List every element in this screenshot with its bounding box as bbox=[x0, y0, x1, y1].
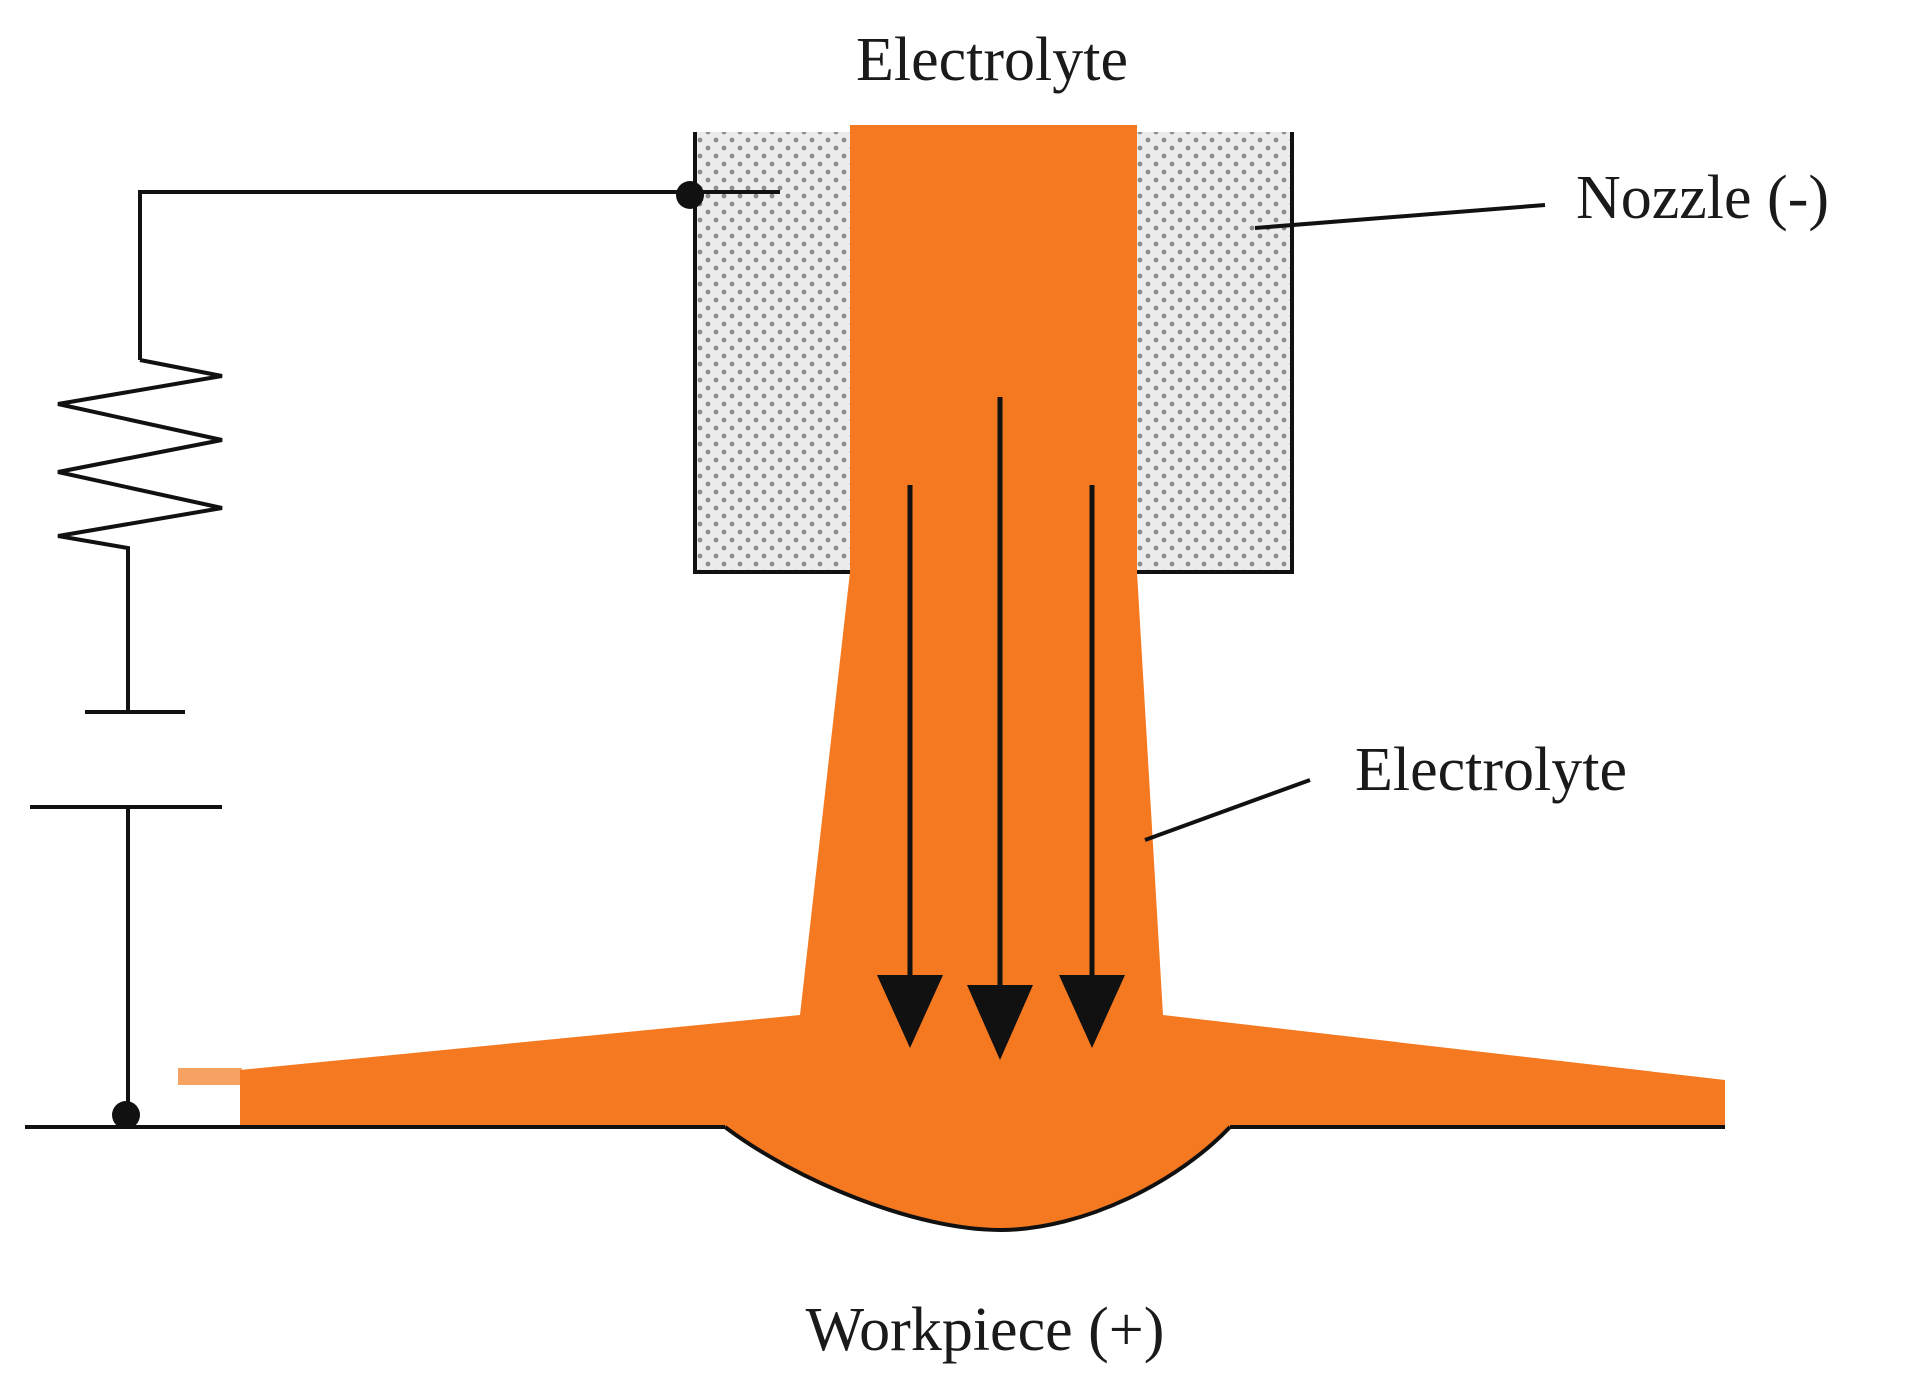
electrolyte-jet bbox=[178, 125, 1725, 1233]
circuit-wire-top bbox=[138, 190, 780, 360]
nozzle-label: Nozzle (-) bbox=[1576, 164, 1829, 232]
nozzle-outline bbox=[693, 132, 1294, 574]
electrolyte-body bbox=[240, 125, 1725, 1230]
circuit bbox=[30, 190, 780, 1115]
flow-arrow-center bbox=[967, 397, 1033, 1060]
nozzle-connection-node bbox=[676, 181, 704, 209]
electrolyte-left-nozzle-feed bbox=[178, 1068, 242, 1085]
nozzle-leader-line bbox=[1254, 203, 1546, 230]
electrolyte-top-label: Electrolyte bbox=[856, 26, 1128, 94]
nozzle-left-wall bbox=[695, 132, 850, 572]
flow-arrow-left bbox=[877, 485, 943, 1048]
workpiece-label: Workpiece (+) bbox=[806, 1296, 1165, 1364]
flow-arrows bbox=[877, 397, 1125, 1060]
nozzle bbox=[693, 132, 1294, 574]
workpiece-connection-node bbox=[112, 1101, 140, 1129]
flow-arrow-right bbox=[1059, 485, 1125, 1048]
workpiece-cavity-outline bbox=[723, 1125, 1232, 1233]
electrolyte-side-label: Electrolyte bbox=[1355, 736, 1627, 804]
resistor-icon bbox=[57, 358, 223, 712]
electrolyte-leader-line bbox=[1144, 778, 1311, 842]
nozzle-right-wall bbox=[1137, 132, 1292, 572]
